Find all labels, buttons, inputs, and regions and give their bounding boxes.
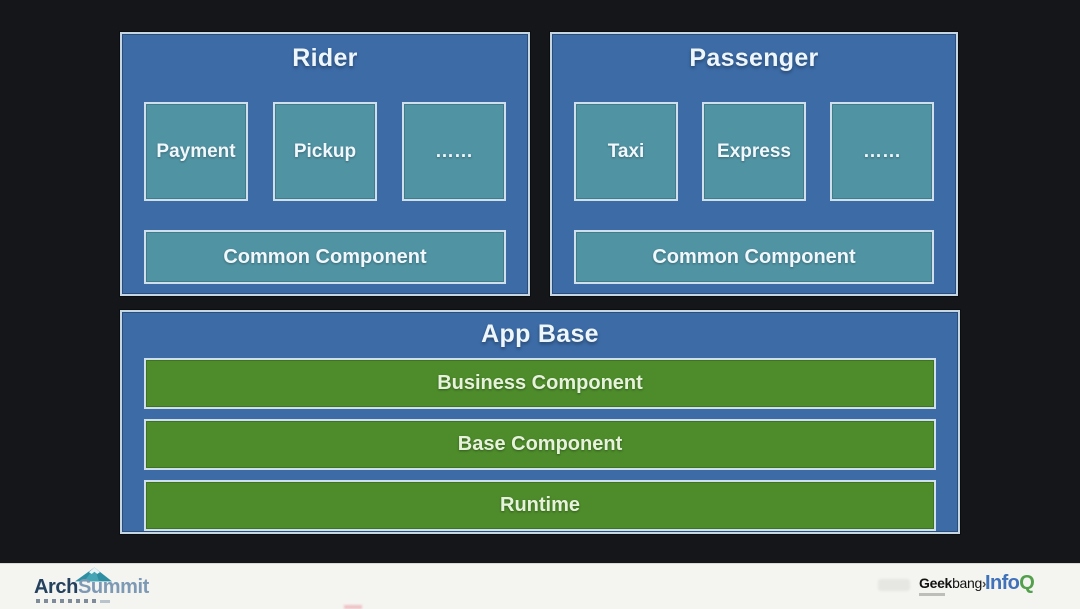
common-component-label: Common Component	[652, 245, 856, 268]
app-base-title: App Base	[481, 320, 599, 348]
faint-watermark	[878, 579, 910, 591]
module-label: Taxi	[607, 140, 645, 162]
layer-label: Base Component	[457, 433, 623, 455]
infoq-text-info: Info	[985, 572, 1020, 594]
layer-label: Runtime	[500, 494, 580, 516]
module-label: ……	[435, 140, 473, 162]
geekbang-subtext	[919, 593, 945, 596]
module-label: Payment	[156, 140, 236, 162]
footer-bar: ArchSummit Geekbang› InfoQ	[0, 563, 1080, 609]
geekbang-text-geek: Geek	[919, 575, 953, 591]
rider-common-component-bar: Common Component	[144, 230, 506, 284]
layer-runtime: Runtime	[144, 480, 936, 531]
rider-module-pickup: Pickup	[273, 102, 377, 201]
geekbang-logo: Geekbang›	[919, 576, 986, 596]
rider-modules-row: Payment Pickup ……	[144, 102, 506, 201]
mountain-icon	[75, 567, 112, 582]
module-label: ……	[863, 140, 901, 162]
passenger-module-taxi: Taxi	[574, 102, 678, 201]
archsummit-text-arch: Arch	[34, 576, 78, 598]
archsummit-logo: ArchSummit	[34, 567, 149, 603]
passenger-panel: Passenger Taxi Express …… Common Compone…	[550, 32, 958, 296]
passenger-modules-row: Taxi Express ……	[574, 102, 934, 201]
layer-business-component: Business Component	[144, 358, 936, 409]
passenger-common-component-bar: Common Component	[574, 230, 934, 284]
geekbang-text-bang: bang	[952, 575, 983, 591]
archsummit-wordmark: ArchSummit	[34, 577, 149, 597]
app-base-panel: App Base Business Component Base Compone…	[120, 310, 960, 534]
passenger-module-express: Express	[702, 102, 806, 201]
infoq-logo: InfoQ	[985, 572, 1035, 595]
module-label: Pickup	[293, 140, 357, 162]
common-component-label: Common Component	[223, 245, 427, 268]
rider-title: Rider	[292, 44, 358, 72]
artifact-smudge	[344, 605, 362, 609]
rider-module-ellipsis: ……	[402, 102, 506, 201]
rider-module-payment: Payment	[144, 102, 248, 201]
app-base-layers: Business Component Base Component Runtim…	[144, 358, 936, 531]
layer-label: Business Component	[437, 372, 643, 394]
archsummit-subtext-dots	[36, 599, 149, 603]
rider-panel: Rider Payment Pickup …… Common Component	[120, 32, 530, 296]
module-label: Express	[717, 140, 791, 162]
geekbang-arrow-icon: ›	[982, 576, 987, 591]
infoq-text-q: Q	[1019, 572, 1035, 594]
layer-base-component: Base Component	[144, 419, 936, 470]
passenger-title: Passenger	[689, 44, 819, 72]
passenger-module-ellipsis: ……	[830, 102, 934, 201]
archsummit-text-summit: Summit	[77, 576, 149, 598]
